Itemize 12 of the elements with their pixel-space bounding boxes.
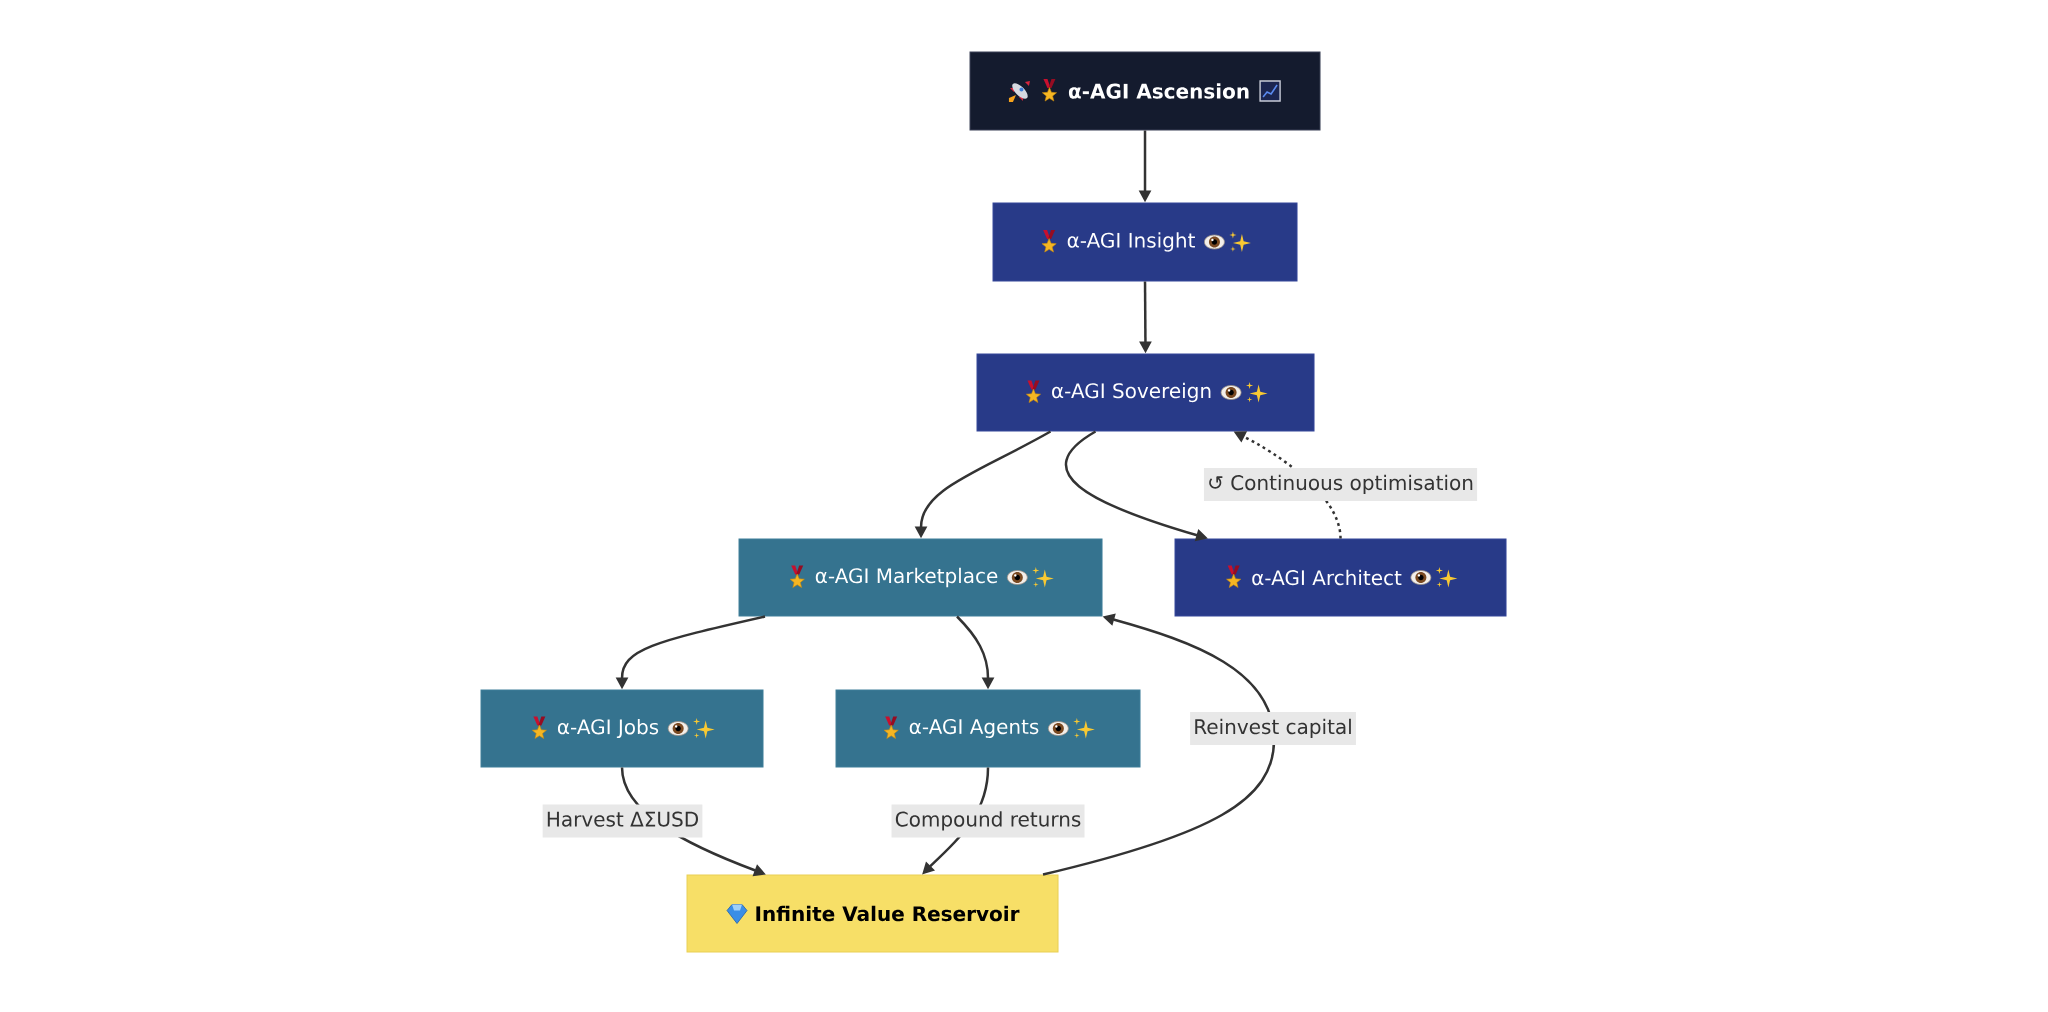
edge-label: Reinvest capital <box>1190 712 1356 745</box>
process-box: α-AGI Jobs <box>480 689 764 768</box>
process-box: α-AGI Marketplace <box>738 538 1103 617</box>
edge-label: Harvest ΔΣUSD <box>542 804 703 838</box>
edge-label: ↺ Continuous optimisation <box>1203 468 1478 501</box>
process-box: Infinite Value Reservoir <box>686 874 1059 953</box>
process-box: α-AGI Architect <box>1174 538 1507 617</box>
process-box: α-AGI Insight <box>992 202 1298 282</box>
process-box: α-AGI Ascension <box>969 51 1321 131</box>
process-box: α-AGI Agents <box>835 689 1141 768</box>
process-box: α-AGI Sovereign <box>976 353 1315 432</box>
edge-label: Compound returns <box>891 804 1085 838</box>
